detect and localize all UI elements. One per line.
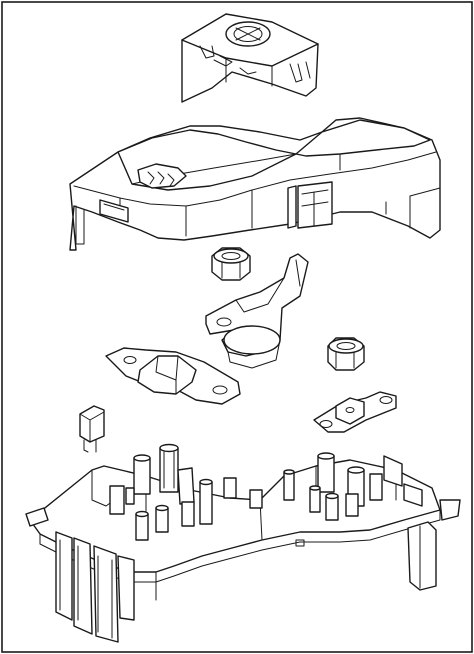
base-studs-left bbox=[109, 443, 237, 541]
nut-right bbox=[327, 337, 365, 371]
fuse-block-base bbox=[25, 443, 461, 643]
nut-left bbox=[211, 247, 251, 281]
base-studs-right bbox=[249, 452, 423, 521]
mini-fuse bbox=[79, 405, 105, 453]
mega-fuse-small bbox=[313, 391, 397, 433]
fuse-block-cover bbox=[69, 117, 441, 251]
terminal-cover bbox=[181, 13, 319, 103]
battery-cable-terminal bbox=[205, 253, 309, 369]
mega-fuse-large bbox=[105, 347, 241, 405]
